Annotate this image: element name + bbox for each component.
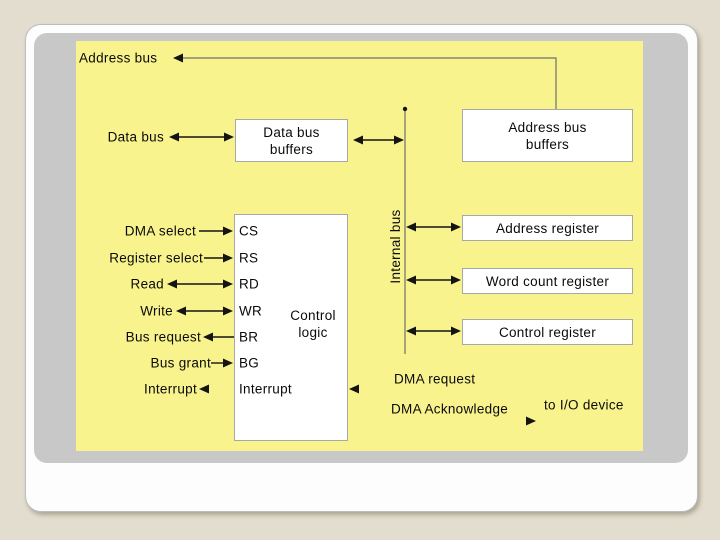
arrow-right-icon xyxy=(223,253,233,263)
address-bus-buffers-label-line1: Address bus xyxy=(508,119,587,135)
pin-br: BR xyxy=(239,329,259,345)
arrow-right-icon xyxy=(223,358,233,368)
pin-rd: RD xyxy=(239,276,260,292)
address-register-label: Address register xyxy=(495,220,600,236)
arrow-left-icon xyxy=(167,279,177,289)
arrow-right-icon xyxy=(223,226,233,236)
address-bus-label: Address bus xyxy=(79,50,158,66)
arrow-left-icon xyxy=(173,53,183,63)
arrow-left-icon xyxy=(349,384,359,394)
bus-request-label: Bus request xyxy=(125,329,201,345)
address-bus-buffers-label-line2: buffers xyxy=(525,136,570,152)
to-io-device-label: to I/O device xyxy=(544,397,624,413)
arrow-left-icon xyxy=(199,384,209,394)
dma-acknowledge-label: DMA Acknowledge xyxy=(391,401,509,417)
address-bus-buffers-box: Address bus buffers xyxy=(462,109,633,162)
pin-bg: BG xyxy=(239,355,260,371)
arrow-left-icon xyxy=(353,135,363,145)
data-bus-label: Data bus xyxy=(107,129,164,145)
control-logic-caption-line2: logic xyxy=(298,325,328,340)
data-bus-buffers-box: Data bus buffers xyxy=(235,119,348,162)
address-bus-line xyxy=(183,57,557,109)
arrow-left-icon xyxy=(406,222,416,232)
control-logic-box xyxy=(234,214,348,441)
control-logic-caption: Control logic xyxy=(256,307,370,341)
arrow-left-icon xyxy=(406,326,416,336)
arrow-right-icon xyxy=(451,222,461,232)
control-register-label: Control register xyxy=(498,324,597,340)
word-count-register-box: Word count register xyxy=(462,268,633,294)
address-register-box: Address register xyxy=(462,215,633,241)
arrow-left-icon xyxy=(169,132,179,142)
internal-bus-label: Internal bus xyxy=(388,209,403,284)
arrow-left-icon xyxy=(203,332,213,342)
arrow-left-icon xyxy=(406,275,416,285)
data-bus-buffers-label-line1: Data bus xyxy=(263,124,320,140)
arrow-right-icon xyxy=(394,135,404,145)
arrow-right-icon xyxy=(223,306,233,316)
dma-controller-diagram: Data bus buffers Address bus buffers Con… xyxy=(76,41,643,451)
control-logic-caption-line1: Control xyxy=(290,308,336,323)
register-select-label: Register select xyxy=(109,250,203,266)
bus-grant-label: Bus grant xyxy=(150,355,211,371)
arrow-right-icon xyxy=(223,279,233,289)
slide-card: Data bus buffers Address bus buffers Con… xyxy=(25,24,698,512)
control-register-box: Control register xyxy=(462,319,633,345)
slide-content-panel: Data bus buffers Address bus buffers Con… xyxy=(34,33,688,463)
dma-request-label: DMA request xyxy=(394,371,476,387)
arrow-right-icon xyxy=(224,132,234,142)
internal-bus-junction-dot xyxy=(402,106,408,112)
read-label: Read xyxy=(130,276,164,292)
write-label: Write xyxy=(140,303,173,319)
word-count-register-label: Word count register xyxy=(485,273,610,289)
pin-cs: CS xyxy=(239,223,259,239)
data-bus-buffers-label-line2: buffers xyxy=(269,141,314,157)
interrupt-label: Interrupt xyxy=(144,381,197,397)
pin-rs: RS xyxy=(239,250,259,266)
arrow-left-icon xyxy=(176,306,186,316)
arrow-right-icon xyxy=(451,326,461,336)
pin-wr: WR xyxy=(239,303,263,319)
arrow-right-icon xyxy=(526,416,536,426)
diagram-connectors xyxy=(167,53,557,426)
arrow-right-icon xyxy=(451,275,461,285)
pin-interrupt: Interrupt xyxy=(239,381,292,397)
dma-select-label: DMA select xyxy=(124,223,196,239)
